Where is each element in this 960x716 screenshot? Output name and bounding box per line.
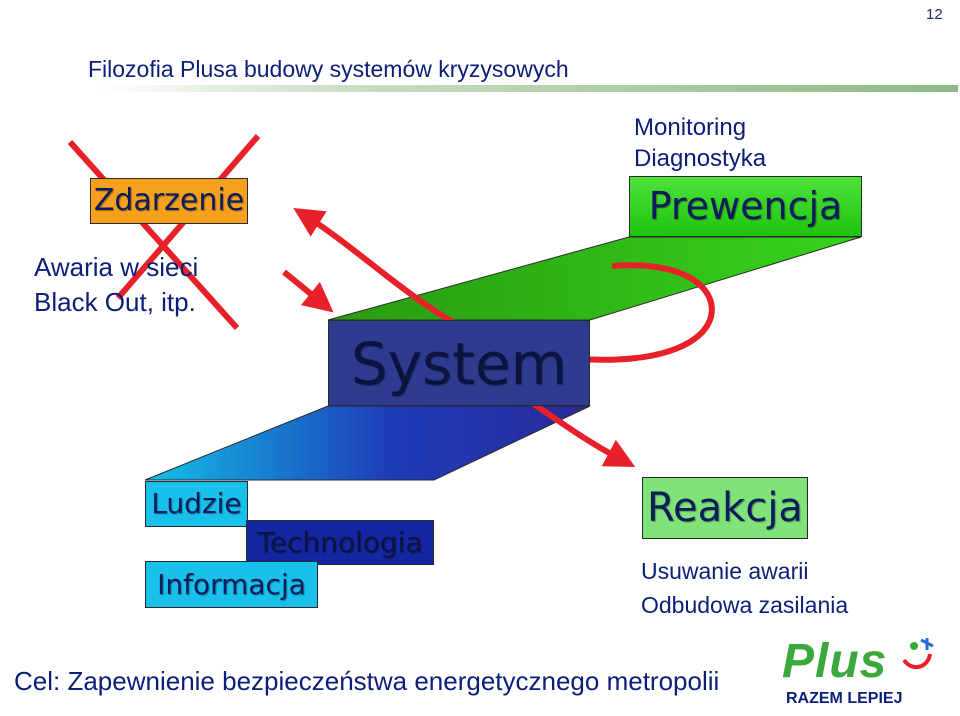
event-box: Zdarzenie [90,178,248,224]
information-box: Informacja [145,561,318,608]
ramp-to-prevention [327,236,862,321]
event-description-line-2: Black Out, itp. [34,287,196,317]
system-box: System [328,320,590,406]
reaction-box: Reakcja [642,477,808,539]
people-box: Ludzie [145,481,248,527]
page-number: 12 [926,6,943,23]
event-to-system-arrow [282,269,334,313]
title-underline [96,85,958,92]
page-title: Filozofia Plusa budowy systemów kryzysow… [88,56,569,82]
cross-out-line-1 [67,139,240,331]
logo-wordmark: Plus [782,635,888,688]
prevention-box: Prewencja [629,176,862,237]
prevention-caption-line-1: Monitoring [634,114,747,141]
technology-box: Technologia [246,520,434,565]
prevention-caption-line-2: Diagnostyka [634,145,767,172]
event-description-line-1: Awaria w sieci [34,252,199,282]
reaction-description-line-2: Odbudowa zasilania [641,592,849,618]
goal-statement: Cel: Zapewnienie bezpieczeństwa energety… [14,666,720,696]
logo-tagline: RAZEM LEPIEJ [786,690,903,707]
reaction-description-line-1: Usuwanie awarii [641,558,809,584]
prevention-loop-arrow [293,208,715,363]
logo-mark [902,638,934,670]
ramp-from-foundation [144,405,591,481]
